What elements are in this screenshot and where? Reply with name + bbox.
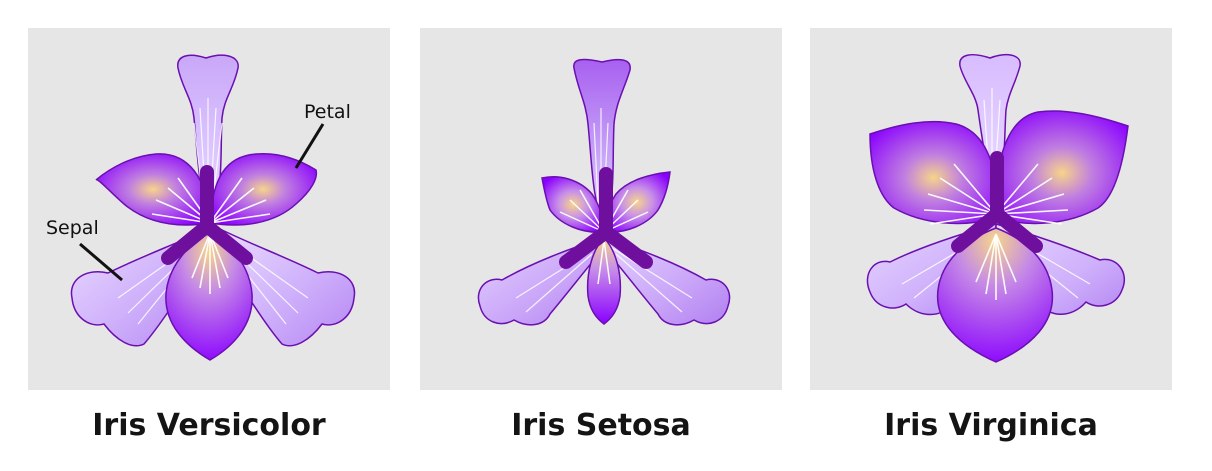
top-standard — [573, 58, 631, 231]
style-arms — [559, 167, 653, 269]
lower-petal — [586, 236, 622, 325]
lower-petal — [936, 227, 1054, 363]
panel-setosa — [420, 28, 782, 390]
panel-versicolor: Petal Sepal — [28, 28, 390, 390]
lower-petal — [165, 232, 253, 361]
caption-virginica: Iris Virginica — [884, 408, 1098, 443]
caption-setosa: Iris Setosa — [511, 408, 691, 443]
virginica-illustration — [866, 53, 1129, 363]
upper-left-petal — [95, 153, 211, 226]
style-arms — [951, 151, 1043, 253]
panel-virginica — [810, 28, 1172, 390]
sepal-label: Sepal — [46, 217, 99, 239]
upper-right-petal — [209, 152, 318, 226]
sepal-callout-line — [79, 242, 123, 282]
petal-callout-line — [294, 123, 325, 169]
upper-left-petal — [869, 120, 998, 225]
caption-versicolor: Iris Versicolor — [92, 408, 326, 443]
style-arms — [161, 165, 253, 265]
setosa-illustration — [477, 58, 731, 326]
top-standard — [959, 53, 1021, 201]
upper-right-petal — [995, 110, 1129, 225]
versicolor-illustration: Petal Sepal — [46, 54, 356, 361]
petal-label: Petal — [304, 101, 351, 123]
